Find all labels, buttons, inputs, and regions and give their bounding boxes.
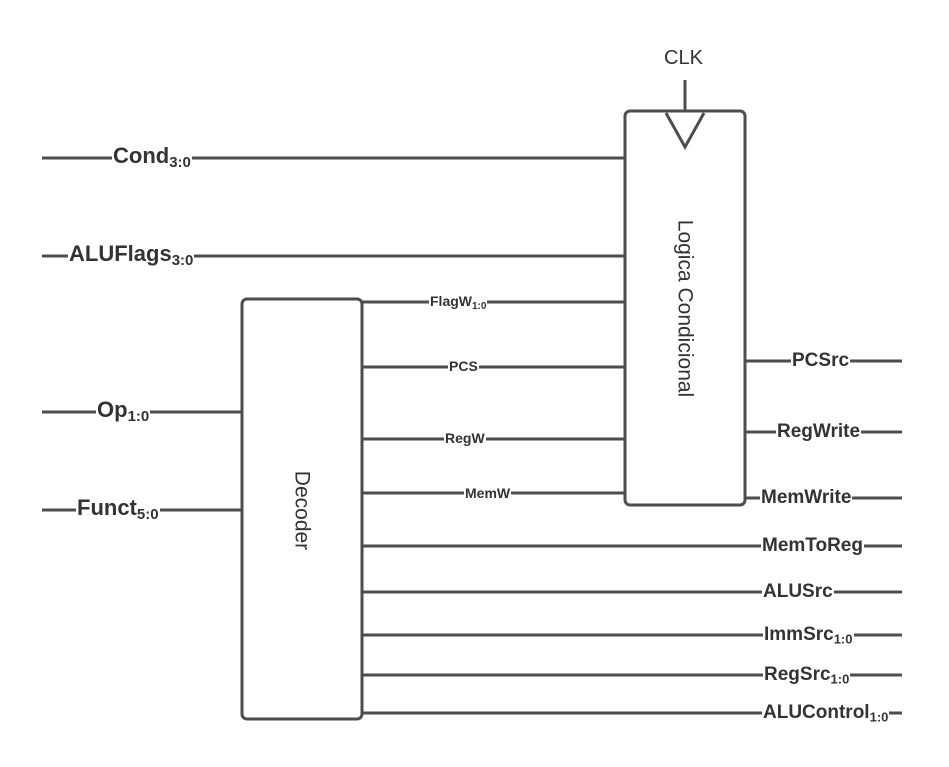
cond-logic-title: Logica Condicional bbox=[673, 219, 697, 398]
decoder-block bbox=[240, 297, 364, 721]
pcs-label: PCS bbox=[448, 358, 479, 374]
alucontrol-label: ALUControl1:0 bbox=[762, 702, 890, 725]
decoder-title: Decoder bbox=[290, 470, 314, 551]
clock-triangle-icon bbox=[664, 112, 706, 151]
memw-label: MemW bbox=[464, 485, 512, 501]
regwrite-label: RegWrite bbox=[776, 421, 862, 442]
aluflags-label: ALUFlags3:0 bbox=[68, 241, 195, 270]
pcsrc-label: PCSrc bbox=[791, 350, 851, 371]
memwrite-label: MemWrite bbox=[760, 487, 853, 508]
regsrc-label: RegSrc1:0 bbox=[763, 664, 851, 687]
cond-label: Cond3:0 bbox=[112, 143, 192, 172]
funct-label: Funct5:0 bbox=[76, 495, 160, 524]
clk-label: CLK bbox=[664, 47, 703, 69]
flagw-label: FlagW1:0 bbox=[429, 293, 488, 312]
cond-logic-block bbox=[623, 109, 747, 507]
immsrc-label: ImmSrc1:0 bbox=[763, 624, 854, 647]
regw-label: RegW bbox=[444, 430, 486, 446]
alusrc-label: ALUSrc bbox=[762, 581, 834, 602]
memtoreg-label: MemToReg bbox=[761, 535, 864, 556]
op-label: Op1:0 bbox=[96, 397, 151, 426]
